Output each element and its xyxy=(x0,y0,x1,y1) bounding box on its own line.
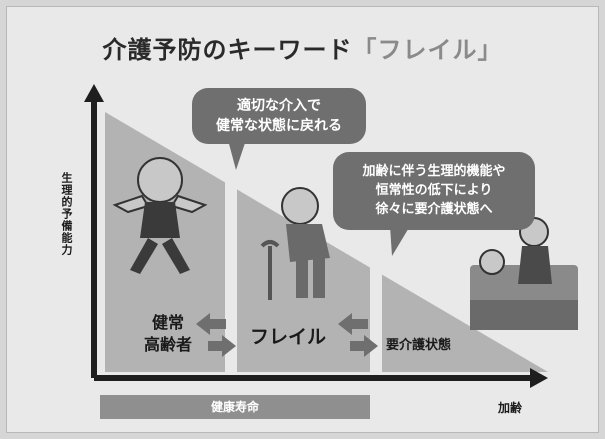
bubble-intervention xyxy=(192,88,366,170)
back-arrow xyxy=(196,313,226,335)
bubble-intervention-line1: 適切な介入で xyxy=(237,98,321,114)
title-keyword: 「フレイル」 xyxy=(352,36,503,64)
healthy-elder-figure xyxy=(112,157,208,274)
stage-frailty-label: フレイル xyxy=(250,326,327,348)
bubble-aging-line2: 恒常性の低下により xyxy=(375,183,493,198)
bubble-aging-text: 加齢に伴う生理的機能や 恒常性の低下により 徐々に要介護状態へ xyxy=(333,162,535,219)
stage-healthy-line1: 健常 xyxy=(151,313,184,332)
y-axis-label: 生理的予備能力 xyxy=(60,172,73,256)
x-axis-arrowhead xyxy=(530,368,548,388)
bubble-intervention-line2: 健常な状態に戻れる xyxy=(216,118,342,134)
bubble-aging-line3: 徐々に要介護状態へ xyxy=(375,202,493,217)
healthy-lifespan-bar: 健康寿命 xyxy=(100,395,370,419)
stage-healthy-line2: 高齢者 xyxy=(143,335,192,354)
divider-frailty-care xyxy=(370,100,382,376)
stage-healthy-label: 健常 高齢者 xyxy=(140,312,196,356)
title-main: 介護予防のキーワード xyxy=(102,36,353,64)
bubble-intervention-text: 適切な介入で 健常な状態に戻れる xyxy=(192,96,366,136)
forward-arrow-left xyxy=(208,335,236,357)
forward-arrow-right xyxy=(350,335,378,357)
bubble-aging xyxy=(333,152,535,256)
bubble-aging-line1: 加齢に伴う生理的機能や xyxy=(362,164,506,179)
divider-healthy-frailty xyxy=(225,100,237,376)
care-bed-figure xyxy=(470,217,578,330)
decline-triangle xyxy=(105,112,548,372)
stage-care-label: 要介護状態 xyxy=(386,338,452,353)
y-axis-arrowhead xyxy=(84,84,104,102)
back-arrow-right xyxy=(338,313,368,335)
slide-title: 介護予防のキーワード「フレイル」 xyxy=(0,30,605,65)
x-axis-label: 加齢 xyxy=(498,401,523,415)
frail-elder-figure xyxy=(260,187,330,300)
healthy-lifespan-label: 健康寿命 xyxy=(210,400,259,414)
